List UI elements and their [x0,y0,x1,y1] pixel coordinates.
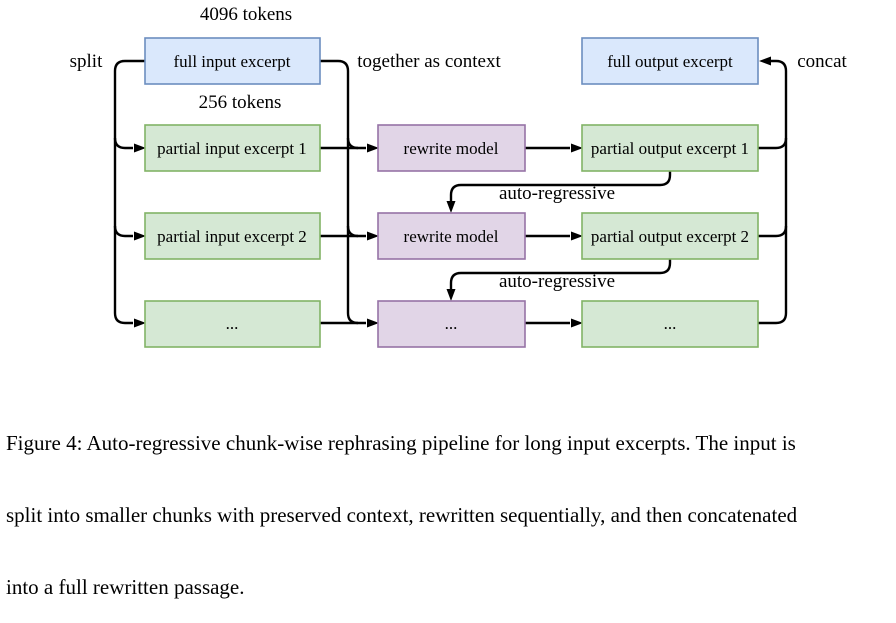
tokens-partial-label: 256 tokens [199,92,282,113]
auto-regressive-edge-2 [446,259,672,301]
arrowhead [571,143,583,153]
partial-input-excerpt-1-box [144,124,321,172]
arrowhead [134,143,146,153]
partial-output-excerpt-1-label: partial output excerpt 1 [591,139,749,158]
arrowhead [446,201,456,213]
auto-regressive-label-1: auto-regressive [499,183,615,204]
partial-output-excerpt-rest-box [581,300,759,348]
arrowhead [134,318,146,328]
tokens-full-label: 4096 tokens [200,4,292,25]
input-to-model-edges [320,143,379,328]
full-input-excerpt-label: full input excerpt [173,52,290,71]
figure-caption: Figure 4: Auto-regressive chunk-wise rep… [6,383,896,623]
concat-edge [758,56,788,325]
rewrite-model-rest-box [377,300,526,348]
arrowhead [367,143,379,153]
caption-line-1: Figure 4: Auto-regressive chunk-wise rep… [6,431,796,455]
figure-4-diagram: full input excerpt full output excerpt p… [70,4,848,348]
partial-output-excerpt-2-label: partial output excerpt 2 [591,227,749,246]
arrowhead [134,231,146,241]
split-label: split [70,51,103,72]
full-output-excerpt-box [581,37,759,85]
together-as-context-label: together as context [357,51,501,72]
concat-label: concat [797,51,847,72]
partial-input-excerpt-rest-box [144,300,321,348]
arrowhead [367,231,379,241]
auto-regressive-label-2: auto-regressive [499,271,615,292]
full-input-excerpt-box [144,37,321,85]
partial-output-excerpt-rest-label: ... [664,314,677,333]
arrowhead [571,318,583,328]
partial-output-excerpt-1-box [581,124,759,172]
rewrite-model-1-label: rewrite model [404,139,499,158]
partial-input-excerpt-1-label: partial input excerpt 1 [157,139,307,158]
caption-line-2: split into smaller chunks with preserved… [6,503,798,527]
rewrite-model-1-box [377,124,526,172]
arrowhead [367,318,379,328]
partial-output-excerpt-2-box [581,212,759,260]
arrowhead [571,231,583,241]
arrowhead [446,289,456,301]
auto-regressive-edge-1 [446,171,672,213]
caption-line-3: into a full rewritten passage. [6,575,245,599]
partial-input-excerpt-2-label: partial input excerpt 2 [157,227,307,246]
context-edge [320,59,359,325]
rewrite-model-rest-label: ... [445,314,458,333]
split-edge [113,59,146,328]
rewrite-model-2-box [377,212,526,260]
model-to-output-edges [525,143,583,328]
full-output-excerpt-label: full output excerpt [607,52,733,71]
partial-input-excerpt-2-box [144,212,321,260]
rewrite-model-2-label: rewrite model [404,227,499,246]
arrowhead [759,56,771,66]
partial-input-excerpt-rest-label: ... [226,314,239,333]
